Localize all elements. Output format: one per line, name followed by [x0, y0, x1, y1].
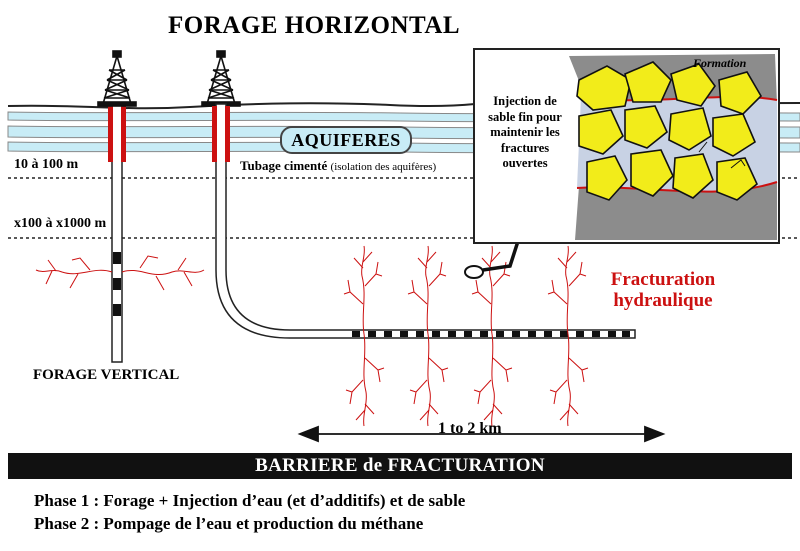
fracturing-label: Fracturation hydraulique [610, 269, 716, 311]
phase-1: Phase 1 : Forage + Injection d’eau (et d… [34, 491, 466, 510]
depth-deep-label: x100 à x1000 m [14, 216, 107, 231]
phases-list: Phase 1 : Forage + Injection d’eau (et d… [34, 489, 465, 535]
casing-label-note: (isolation des aquifères) [330, 161, 437, 173]
sand-injection-caption: Injection de sable fin pour maintenir le… [488, 94, 562, 170]
formation-title: Formation [693, 56, 747, 70]
vertical-well-label: FORAGE VERTICAL [33, 367, 180, 383]
distance-arrow [297, 425, 666, 443]
diagram-title: FORAGE HORIZONTAL [168, 12, 461, 39]
vertical-well-fractures [35, 255, 205, 291]
casing-label-main: Tubage cimenté [240, 158, 328, 173]
formation-illustration [569, 54, 778, 240]
formation-inset: Formation Injection de sable fin pour ma… [473, 48, 780, 244]
phase-2: Phase 2 : Pompage de l’eau et production… [34, 514, 424, 533]
ground-surface [7, 102, 800, 110]
derrick-icon [201, 50, 241, 107]
vertical-well [108, 103, 126, 363]
derrick-icon [97, 50, 137, 107]
fracturing-barrier: BARRIERE de FRACTURATION [8, 453, 792, 479]
aquifer-label: AQUIFERES [280, 126, 412, 154]
casing-label: Tubage cimenté (isolation des aquifères) [240, 158, 436, 174]
distance-label: 1 to 2 km [438, 420, 502, 437]
horizontal-well [212, 103, 636, 339]
depth-shallow-label: 10 à 100 m [14, 157, 79, 172]
